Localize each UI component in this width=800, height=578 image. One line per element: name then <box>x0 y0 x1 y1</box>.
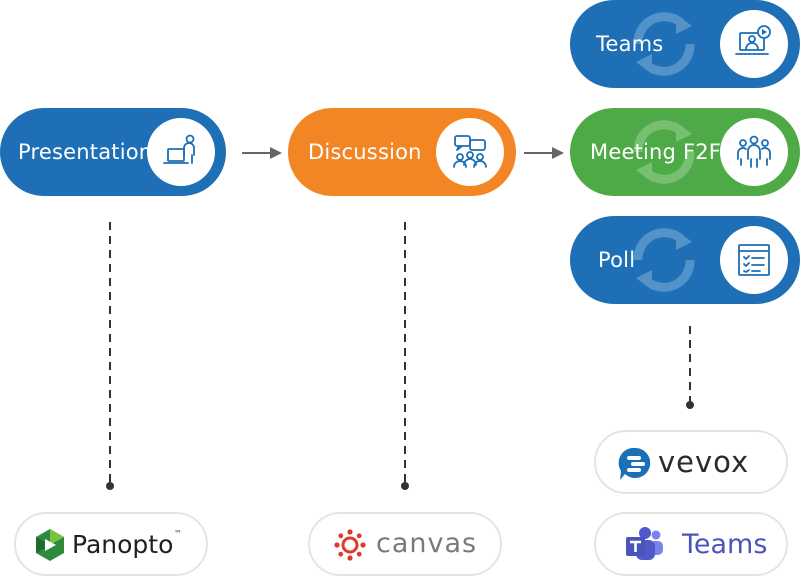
refresh-cycle-icon <box>633 12 695 76</box>
meeting-stage: Meeting F2F <box>570 108 800 196</box>
presentation-stage: Presentation <box>0 108 226 196</box>
poll-stage: Poll <box>570 216 800 304</box>
presenter-laptop-icon <box>163 134 195 164</box>
discussion-stage: Discussion <box>288 108 516 196</box>
panopto-wordmark: Panopto <box>72 530 174 559</box>
teams-stage: Teams <box>570 0 800 88</box>
teams-logo-card: Teams <box>594 512 788 576</box>
presentation-icon-circle <box>147 118 215 186</box>
panopto-logo-card: Panopto ™ <box>14 512 208 576</box>
canvas-wordmark: canvas <box>376 528 478 559</box>
microsoft-teams-logo-icon <box>626 527 663 560</box>
vevox-wordmark: vevox <box>658 445 750 479</box>
vevox-logo-icon <box>618 447 651 480</box>
vevox-logo-card: vevox <box>594 430 788 494</box>
connector-poll-vevox <box>686 326 694 409</box>
panopto-logo-icon <box>36 529 64 561</box>
discussion-label: Discussion <box>308 140 422 164</box>
connector-presentation-panopto <box>106 222 114 490</box>
refresh-cycle-icon <box>633 228 695 292</box>
poll-label: Poll <box>598 248 636 272</box>
canvas-logo-card: canvas <box>308 512 502 576</box>
presentation-label: Presentation <box>18 140 153 164</box>
canvas-logo-icon <box>334 529 366 561</box>
poll-icon-circle <box>720 226 788 294</box>
refresh-cycle-icon <box>633 120 695 184</box>
discussion-icon-circle <box>436 118 504 186</box>
teams-wordmark: Teams <box>682 529 768 560</box>
arrow-discussion-to-meeting <box>524 147 564 159</box>
teams-label: Teams <box>596 32 664 56</box>
discussion-group-icon <box>453 135 487 168</box>
meeting-people-icon <box>737 135 771 168</box>
connector-discussion-canvas <box>401 222 409 490</box>
video-call-laptop-icon <box>735 25 771 55</box>
meeting-label: Meeting F2F <box>590 140 722 164</box>
teams-icon-circle <box>720 10 788 78</box>
panopto-trademark: ™ <box>174 529 182 538</box>
checklist-form-icon <box>738 244 770 276</box>
meeting-icon-circle <box>720 118 788 186</box>
arrow-presentation-to-discussion <box>242 147 282 159</box>
